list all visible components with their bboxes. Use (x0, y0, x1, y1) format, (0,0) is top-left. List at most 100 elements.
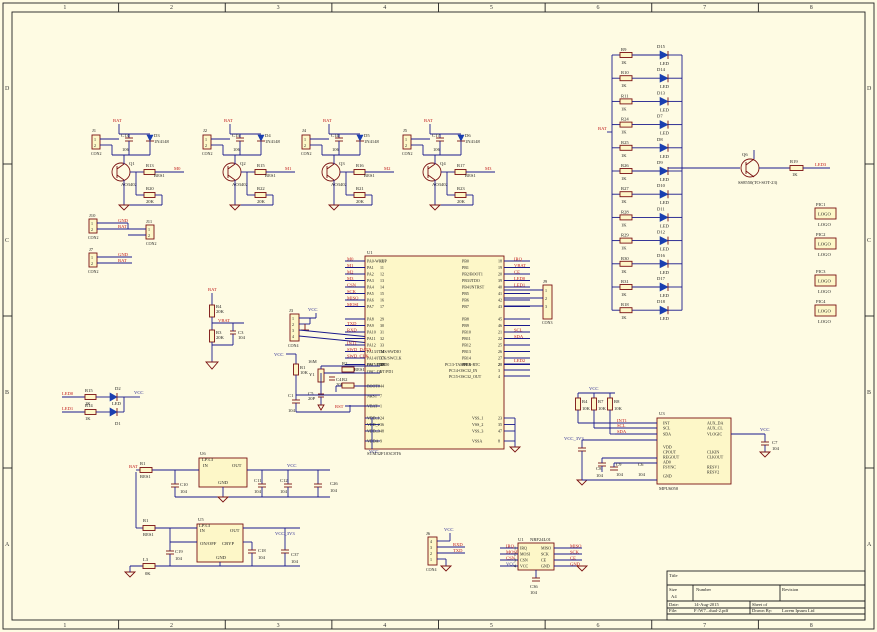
motor-cap-ref: C15 (232, 133, 240, 138)
swd-pin-3: 3 (292, 328, 294, 333)
ledbank-resistor (619, 191, 633, 198)
motor-gnd (327, 204, 341, 211)
reset-crystal: VCC R1 10K C1 104 16M Y1 C4 20P C5 20P R… (274, 352, 380, 413)
mcu-pin-net: M3 (347, 276, 354, 281)
frame-col-top-4: 4 (383, 5, 386, 11)
mcu-part: STM32F103C8T6 (367, 451, 402, 456)
motor-pulldown-ref: R21 (356, 186, 364, 191)
logo-text: LOGO (818, 212, 831, 217)
imu-pin-right: RESV1 (707, 465, 719, 470)
mcu-pin-name: PA15/JTDI (367, 362, 386, 367)
motor-connector-ref: J5 (403, 128, 408, 133)
ledbank-led (659, 73, 669, 83)
imu-pin-left: VDD (663, 445, 672, 450)
mcu-pc14-num: 3 (498, 368, 500, 373)
uart-ref: J6 (426, 531, 431, 536)
motor-gate-ref: R16 (356, 163, 364, 168)
motor-flyback-diode (457, 134, 465, 142)
d2-status-led (109, 392, 118, 402)
u5-r1-ref: R1 (143, 518, 149, 523)
logo-ref: PIC2 (816, 232, 826, 237)
imu-pin-left: AD0 (663, 460, 671, 465)
swd-pin-4: 4 (292, 334, 294, 339)
ledbank-resistor-value: 1K (621, 246, 627, 251)
motor-connector-pin-2: 2 (205, 143, 207, 148)
imu-net: INT1 (617, 418, 628, 423)
mcu-pin-net: M2 (347, 270, 354, 275)
radio-net-right: CE (570, 556, 576, 561)
imu-pin-right: RESV2 (707, 470, 719, 475)
logo-text: LOGO (818, 242, 831, 247)
tb-size-label: Size (669, 587, 677, 592)
motor-gate-ref: R15 (257, 163, 265, 168)
u5-cbyp: CBYP (222, 541, 234, 546)
ledbank-resistor-value: 1K (621, 130, 627, 135)
u5-out: OUT (230, 528, 240, 533)
ledbank-led-label: LED (660, 154, 670, 159)
motor-connector-type: CON2 (202, 151, 212, 156)
imu-pullup-ref: R7 (598, 399, 604, 404)
tb-number-label: Number (696, 587, 712, 592)
ledbank-resistor-value: 1K (621, 176, 627, 181)
mcu-pin-name: PB15 (462, 362, 471, 367)
tb-title-label: Title (669, 573, 678, 578)
motor-connector-pin-1: 1 (304, 137, 306, 142)
u6-r1-resistor (139, 467, 153, 473)
ledbank-resistor-value: 1K (621, 153, 627, 158)
q6-part: SS8550(TO-SOT-23) (738, 180, 778, 185)
mcu-power-left-num: 24 (380, 416, 384, 421)
ledbank-led (659, 166, 669, 176)
frame-col-bottom-6: 6 (596, 623, 599, 629)
uart-type: CON4 (426, 567, 436, 572)
ledbank-led-label: LED (660, 293, 670, 298)
status-leds: LED0 LED1 R15 1K R14 1K D2 D1 LED VCC (62, 386, 143, 426)
c11-ref: C11 (254, 478, 262, 483)
logo-ref: PIC3 (816, 269, 826, 274)
r19-ref: R19 (790, 159, 798, 164)
c37-value: 104 (291, 559, 299, 564)
uart-pin-2: 2 (430, 551, 432, 556)
imu-pin-left: SCL (663, 426, 671, 431)
mcu-pin-name: PA11 (367, 336, 376, 341)
motor-connector-ref: J1 (92, 128, 97, 133)
uart-pin-1: 1 (430, 557, 432, 562)
ledbank-resistor (619, 214, 633, 221)
rst-net: RST (335, 404, 344, 409)
title-block: Title Size A4 Number Revision Date: 14-A… (666, 570, 866, 621)
q6-driver: Q6 SS8550(TO-SOT-23) R19 1K LED3 (668, 150, 830, 185)
u5-l3 (142, 563, 156, 569)
frame-col-bottom-3: 3 (277, 623, 280, 629)
mcu-power-left-num: 48 (380, 429, 384, 434)
motor-connector-ref: J4 (302, 128, 307, 133)
c36-ref: C36 (530, 584, 538, 589)
motor-mosfet-ref: Q4 (440, 161, 446, 166)
imu-ref: U3 (659, 411, 665, 416)
c9-value: 104 (616, 472, 624, 477)
uart-pin-4: 4 (430, 539, 432, 544)
mcu-power-left-num: 9 (380, 439, 382, 444)
u5-r1-resistor (142, 525, 156, 531)
mcu-pin-net: IRQ (514, 257, 523, 262)
mcu-pin-num: 15 (380, 291, 384, 296)
mcu-pin-name: PB4/JNTRST (462, 285, 485, 290)
u6-body (198, 457, 248, 488)
mcu-pin-num: 40 (498, 285, 502, 290)
ledbank-led-label: LED (660, 270, 670, 275)
imu-pin-right: CLKOUT (707, 455, 724, 460)
mcu-pin-net: LED1 (514, 283, 526, 288)
imu-pin-left: REGOUT (663, 455, 680, 460)
mcu-power-left-num: 36 (380, 422, 384, 427)
mcu-pin-net: M0 (347, 257, 354, 262)
motor-connector-pin-2: 2 (94, 143, 96, 148)
mcu-pin-name: PA1 (367, 265, 374, 270)
mcu-pin-num: 33 (380, 343, 384, 348)
ledbank-led (659, 143, 669, 153)
